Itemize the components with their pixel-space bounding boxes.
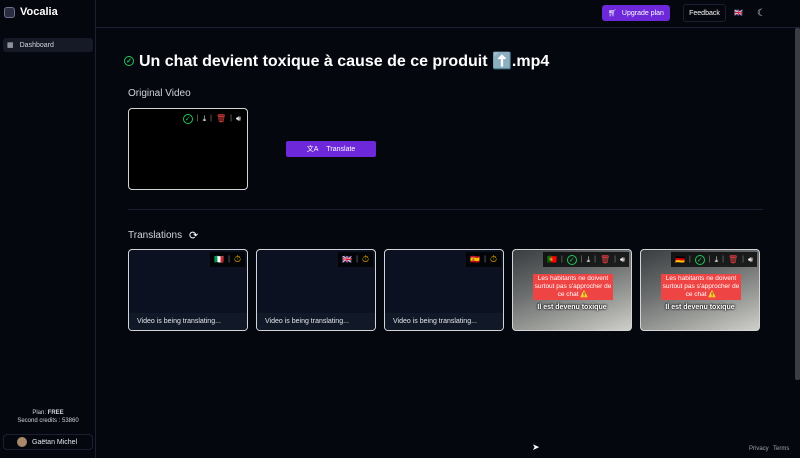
subtitle-bottom: Il est devenu toxique [537, 304, 607, 311]
translation-card[interactable]: 🇪🇸|⏱︎ Video is being translating... [384, 249, 504, 331]
check-circle-icon: ✓ [694, 254, 705, 265]
page-title: ✓Un chat devient toxique à cause de ce p… [124, 51, 549, 71]
timer-icon: ⏱︎ [361, 254, 369, 264]
cart-icon: 🛒︎ [608, 10, 617, 17]
subtitle-top: Les habitants ne doivent surtout pas s'a… [661, 274, 741, 300]
translation-card[interactable]: 🇵🇹|✓|⤓|🗑︎|🔊︎ Les habitants ne doivent sur… [512, 249, 632, 331]
flag-icon: 🇪🇸 [470, 255, 481, 264]
status-text: Video is being translating... [129, 313, 247, 330]
video-toolbar: 🇵🇹|✓|⤓|🗑︎|🔊︎ [542, 252, 629, 267]
check-circle-icon: ✓ [124, 56, 134, 66]
status-text: Video is being translating... [257, 313, 375, 330]
check-circle-icon: ✓ [182, 113, 193, 124]
subtitle-bottom: Il est devenu toxique [665, 304, 735, 311]
translate-icon: 文A [306, 146, 319, 153]
volume-icon[interactable]: 🔊︎ [619, 254, 625, 264]
moon-icon[interactable]: ☾ [757, 8, 766, 19]
download-icon[interactable]: ⤓ [714, 254, 719, 264]
privacy-link[interactable]: Privacy [749, 446, 769, 452]
volume-icon[interactable]: 🔊︎ [747, 254, 753, 264]
translation-card[interactable]: 🇩🇪|✓|⤓|🗑︎|🔊︎ Les habitants ne doivent sur… [640, 249, 760, 331]
logo[interactable]: Vocalia [4, 6, 58, 18]
trash-icon[interactable]: 🗑︎ [599, 255, 611, 264]
logo-icon [4, 6, 15, 18]
original-video-card[interactable]: ✓| ⤓| 🗑︎| 🔊︎ [128, 108, 248, 190]
flag-icon: 🇵🇹 [546, 255, 557, 264]
volume-icon[interactable]: 🔊︎ [235, 113, 241, 123]
flag-icon: 🇬🇧 [342, 255, 353, 264]
video-toolbar: ✓| ⤓| 🗑︎| 🔊︎ [178, 111, 245, 126]
plan-info: Plan: FREE [32, 410, 64, 416]
timer-icon: ⏱︎ [233, 254, 241, 264]
credits-info: Second credits : 53860 [17, 418, 79, 424]
avatar [17, 437, 27, 447]
subtitle-top: Les habitants ne doivent surtout pas s'a… [533, 274, 613, 300]
trash-icon[interactable]: 🗑︎ [215, 114, 227, 123]
terms-link[interactable]: Terms [773, 446, 790, 452]
feedback-button[interactable]: Feedback [683, 4, 726, 22]
video-toolbar: 🇮🇹|⏱︎ [210, 252, 245, 267]
upgrade-plan-button[interactable]: 🛒︎Upgrade plan [602, 5, 670, 21]
video-toolbar: 🇪🇸|⏱︎ [466, 252, 501, 267]
flag-icon: 🇩🇪 [674, 255, 685, 264]
language-selector[interactable]: 🇬🇧 [734, 10, 743, 17]
sidebar-item-label: Dashboard [19, 41, 54, 49]
video-toolbar: 🇩🇪|✓|⤓|🗑︎|🔊︎ [670, 252, 757, 267]
refresh-icon[interactable]: ⟳ [189, 230, 199, 242]
download-icon[interactable]: ⤓ [202, 113, 207, 123]
sidebar: Vocalia ▦ Dashboard Plan: FREE Second cre… [0, 0, 96, 458]
timer-icon: ⏱︎ [489, 254, 497, 264]
translation-card[interactable]: 🇮🇹|⏱︎ Video is being translating... [128, 249, 248, 331]
divider [128, 209, 763, 210]
download-icon[interactable]: ⤓ [586, 254, 591, 264]
translations-label: Translations [128, 230, 183, 241]
sidebar-item-dashboard[interactable]: ▦ Dashboard [3, 38, 93, 52]
original-video-label: Original Video [128, 88, 191, 99]
user-menu[interactable]: Gaëtan Michel [3, 434, 93, 450]
status-text: Video is being translating... [385, 313, 503, 330]
check-circle-icon: ✓ [566, 254, 577, 265]
scrollbar[interactable] [795, 28, 800, 380]
mouse-cursor: ➤ [532, 442, 540, 452]
grid-icon: ▦ [7, 42, 14, 49]
app-name: Vocalia [20, 6, 58, 18]
translation-card[interactable]: 🇬🇧|⏱︎ Video is being translating... [256, 249, 376, 331]
video-toolbar: 🇬🇧|⏱︎ [338, 252, 373, 267]
user-name: Gaëtan Michel [32, 438, 78, 446]
header [96, 0, 800, 28]
flag-icon: 🇮🇹 [214, 255, 225, 264]
trash-icon[interactable]: 🗑︎ [727, 255, 739, 264]
